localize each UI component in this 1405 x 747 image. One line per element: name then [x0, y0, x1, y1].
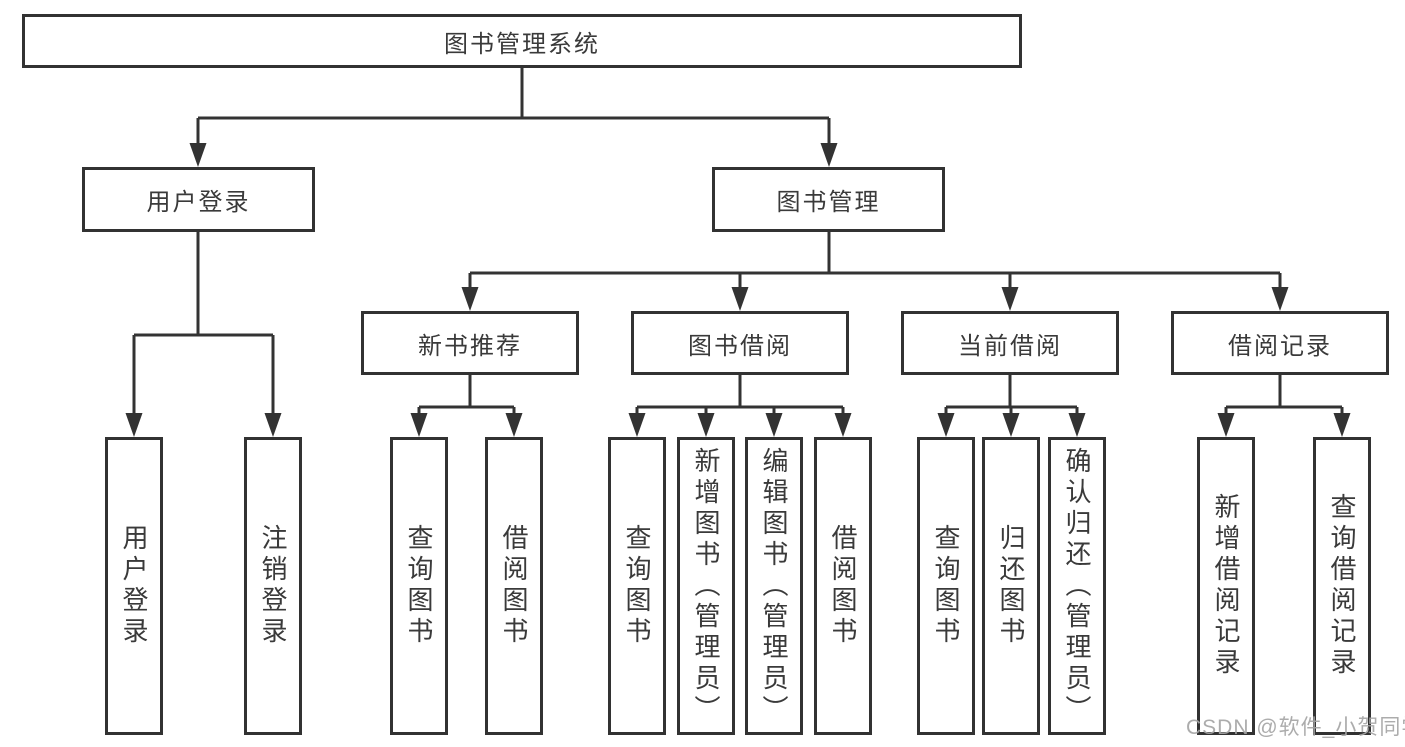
leaf-nbr-query-books: 查询图书 — [390, 437, 448, 735]
arrow-icon — [1333, 413, 1351, 437]
leaf-cb-confirm-return-admin: 确认归还（管理员） — [1048, 437, 1106, 735]
node-label: 新书推荐 — [418, 332, 522, 360]
arrow-icon — [1001, 287, 1019, 311]
node-current-borrowing: 当前借阅 — [901, 311, 1119, 375]
arrow-icon — [937, 413, 955, 437]
node-book-management: 图书管理 — [712, 167, 945, 232]
node-label: 图书管理系统 — [444, 30, 600, 58]
connector-current-borrowing — [944, 375, 1079, 415]
connector-book-borrowing — [635, 375, 845, 415]
leaf-cb-return-books: 归还图书 — [982, 437, 1040, 735]
arrow-icon — [731, 287, 749, 311]
node-borrowing-records: 借阅记录 — [1171, 311, 1389, 375]
node-label: 用户登录 — [119, 524, 149, 648]
connector-new-book-recommend — [417, 375, 516, 415]
node-label: 借阅图书 — [499, 524, 529, 648]
arrow-icon — [410, 413, 428, 437]
arrow-icon — [628, 413, 646, 437]
node-label: 查询图书 — [622, 524, 652, 648]
node-label: 图书借阅 — [688, 332, 792, 360]
node-book-borrowing: 图书借阅 — [631, 311, 849, 375]
connector-book-management — [468, 232, 1282, 289]
arrow-icon — [697, 413, 715, 437]
node-label: 新增图书（管理员） — [691, 446, 721, 726]
arrow-icon — [125, 413, 143, 437]
node-label: 查询借阅记录 — [1327, 493, 1357, 679]
arrow-icon — [820, 143, 838, 167]
leaf-bb-add-books-admin: 新增图书（管理员） — [677, 437, 735, 735]
node-label: 新增借阅记录 — [1211, 493, 1241, 679]
arrow-icon — [834, 413, 852, 437]
node-label: 当前借阅 — [958, 332, 1062, 360]
leaf-nbr-borrow-books: 借阅图书 — [485, 437, 543, 735]
node-label: 图书管理 — [776, 189, 881, 216]
csdn-watermark: CSDN @软件_小贺同学 — [1186, 716, 1405, 739]
node-label: 归还图书 — [996, 524, 1026, 648]
arrow-icon — [1002, 413, 1020, 437]
leaf-cb-query-books: 查询图书 — [917, 437, 975, 735]
leaf-br-query-record: 查询借阅记录 — [1313, 437, 1371, 735]
connector-root — [196, 68, 831, 145]
arrow-icon — [1271, 287, 1289, 311]
node-label: 用户登录 — [146, 189, 251, 216]
node-label: 查询图书 — [931, 524, 961, 648]
arrow-icon — [461, 287, 479, 311]
node-book-management-system: 图书管理系统 — [22, 14, 1022, 68]
node-label: 注销登录 — [258, 524, 288, 648]
node-user-login: 用户登录 — [82, 167, 315, 232]
leaf-user-login: 用户登录 — [105, 437, 163, 735]
arrow-icon — [505, 413, 523, 437]
node-label: 借阅图书 — [828, 524, 858, 648]
connector-borrowing-records — [1224, 375, 1344, 415]
leaf-bb-borrow-books: 借阅图书 — [814, 437, 872, 735]
node-label: 编辑图书（管理员） — [759, 446, 789, 726]
leaf-br-add-record: 新增借阅记录 — [1197, 437, 1255, 735]
arrow-icon — [1217, 413, 1235, 437]
leaf-logout: 注销登录 — [244, 437, 302, 735]
leaf-bb-query-books: 查询图书 — [608, 437, 666, 735]
arrow-icon — [264, 413, 282, 437]
node-label: 确认归还（管理员） — [1062, 446, 1092, 726]
connector-user-login — [132, 232, 275, 415]
node-new-book-recommend: 新书推荐 — [361, 311, 579, 375]
leaf-bb-edit-books-admin: 编辑图书（管理员） — [745, 437, 803, 735]
node-label: 借阅记录 — [1228, 332, 1332, 360]
arrow-icon — [1068, 413, 1086, 437]
arrow-icon — [765, 413, 783, 437]
arrow-icon — [189, 143, 207, 167]
node-label: 查询图书 — [404, 524, 434, 648]
